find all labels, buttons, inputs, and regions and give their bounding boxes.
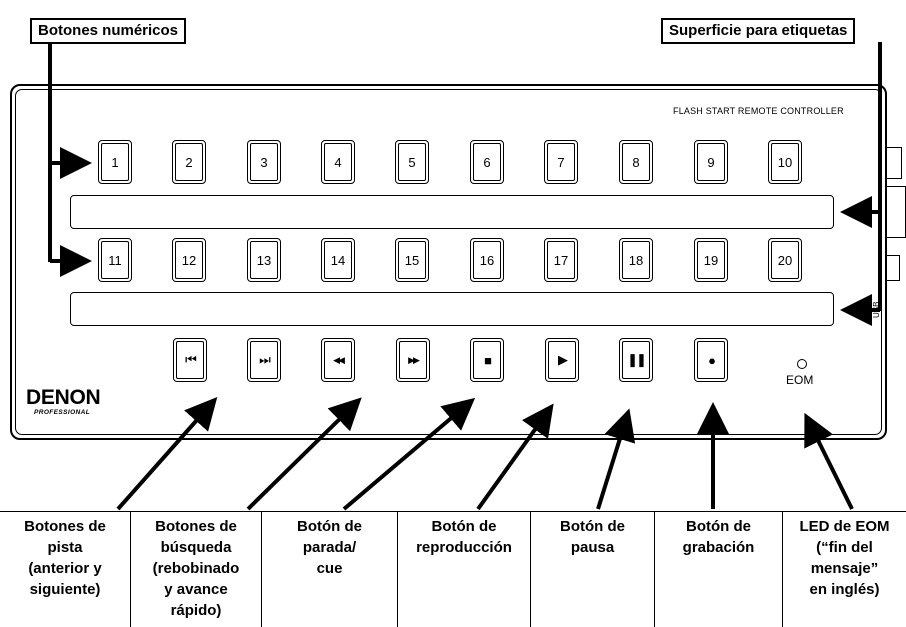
bottom-label-2: Botones de búsqueda (rebobinado y avance… [130,512,261,627]
record-icon: ● [708,352,716,368]
side-port-top [886,147,902,179]
number-button-13[interactable]: 13 [247,238,281,282]
number-button-8[interactable]: 8 [619,140,653,184]
numeric-arrows [48,42,92,277]
number-button-11[interactable]: 11 [98,238,132,282]
pause-button[interactable]: ❚❚ [619,338,653,382]
number-button-2[interactable]: 2 [172,140,206,184]
fast-forward-icon: ▶▶ [408,354,420,365]
bottom-labels: Botones de pista (anterior y siguiente) B… [0,511,906,627]
number-button-10[interactable]: 10 [768,140,802,184]
track-next-button[interactable]: ⏭ [247,338,281,382]
fast-forward-button[interactable]: ▶▶ [396,338,430,382]
eom-label: EOM [786,373,814,387]
number-button-18[interactable]: 18 [619,238,653,282]
stop-button[interactable]: ■ [470,338,504,382]
number-button-15[interactable]: 15 [395,238,429,282]
pause-icon: ❚❚ [627,352,647,367]
bottom-label-7: LED de EOM (“fin del mensaje” en inglés) [782,512,906,627]
play-button[interactable]: ▶ [545,338,579,382]
side-port-low [886,255,900,281]
track-next-icon: ⏭ [259,352,271,367]
bottom-label-1: Botones de pista (anterior y siguiente) [24,518,106,598]
number-button-3[interactable]: 3 [247,140,281,184]
number-button-20[interactable]: 20 [768,238,802,282]
track-previous-icon: ⏮ [185,352,197,367]
label-surface-callout: Superficie para etiquetas [661,18,856,44]
bottom-label-5: Botón de pausa [530,512,654,627]
number-button-12[interactable]: 12 [172,238,206,282]
surface-arrows [840,42,882,326]
number-button-17[interactable]: 17 [544,238,578,282]
eom-led [797,359,807,369]
bottom-label-6: Botón de grabación [654,512,782,627]
play-icon: ▶ [558,352,568,367]
bottom-arrows [116,397,854,511]
label-strip-top [70,195,834,229]
number-button-19[interactable]: 19 [694,238,728,282]
number-button-9[interactable]: 9 [694,140,728,184]
rewind-button[interactable]: ◀◀ [321,338,355,382]
number-button-7[interactable]: 7 [544,140,578,184]
number-button-4[interactable]: 4 [321,140,355,184]
rewind-icon: ◀◀ [333,354,345,365]
track-previous-button[interactable]: ⏮ [173,338,207,382]
bottom-label-3: Botón de parada/ cue [261,512,397,627]
numeric-buttons-callout: Botones numéricos [30,18,187,44]
number-button-6[interactable]: 6 [470,140,504,184]
brand-logo: DENON [26,386,101,409]
number-button-1[interactable]: 1 [98,140,132,184]
record-button[interactable]: ● [694,338,728,382]
bottom-label-4: Botón de reproducción [397,512,530,627]
number-button-14[interactable]: 14 [321,238,355,282]
stop-icon: ■ [484,352,492,368]
model-text: FLASH START REMOTE CONTROLLER [673,106,844,116]
device-body [10,84,887,440]
brand-subtitle: PROFESSIONAL [34,409,91,416]
number-button-16[interactable]: 16 [470,238,504,282]
label-strip-bottom [70,292,834,326]
number-button-5[interactable]: 5 [395,140,429,184]
